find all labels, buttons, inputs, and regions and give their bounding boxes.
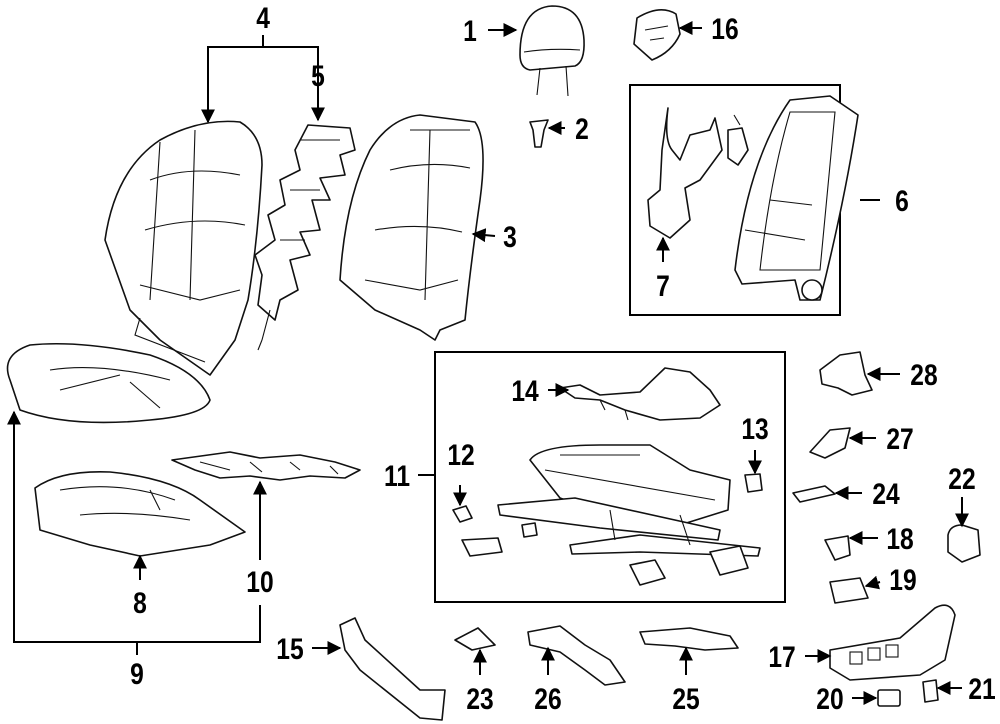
- recliner-bracket-part: [647, 107, 749, 239]
- callout-4: 4: [256, 1, 270, 35]
- seat-back-frame-part: [734, 95, 859, 301]
- callout-5: 5: [311, 59, 325, 93]
- seat-adjuster-part: [497, 444, 761, 557]
- callout-22: 22: [948, 462, 975, 496]
- callout-23: 23: [466, 682, 493, 716]
- callout-19: 19: [889, 563, 916, 597]
- motor-part: [461, 522, 749, 586]
- callout-20: 20: [816, 682, 843, 716]
- switch-panel-17-part: [829, 604, 956, 681]
- callout-17: 17: [768, 640, 795, 674]
- bracket-23-part: [454, 627, 496, 651]
- torsion-bar-part: [559, 367, 721, 421]
- callout-11: 11: [384, 459, 410, 493]
- callout-3: 3: [503, 220, 517, 254]
- callout-28: 28: [910, 358, 937, 392]
- harness-26-part: [527, 625, 626, 686]
- callout-1: 1: [463, 14, 477, 48]
- callout-27: 27: [886, 422, 913, 456]
- bracket-4-5: [207, 46, 319, 118]
- seat-back-cover-part: [104, 120, 263, 376]
- callout-14: 14: [511, 374, 539, 408]
- seat-back-pad-part: [339, 114, 484, 341]
- callout-12: 12: [447, 438, 474, 472]
- lead-3: [471, 228, 496, 243]
- callout-26: 26: [534, 682, 561, 716]
- lead-19: [864, 575, 881, 590]
- callout-7: 7: [656, 269, 670, 303]
- adjuster-box: [434, 351, 786, 603]
- bracket-19-part: [829, 577, 869, 604]
- callout-15: 15: [276, 632, 303, 666]
- callout-21: 21: [968, 672, 995, 706]
- callout-8: 8: [133, 586, 147, 620]
- cushion-heater-part: [171, 451, 361, 481]
- heater-part: [254, 124, 356, 351]
- side-trim-part: [339, 617, 446, 721]
- bracket-18-part: [824, 535, 851, 561]
- callout-2: 2: [575, 112, 589, 146]
- callout-13: 13: [741, 412, 768, 446]
- clip-12-part: [452, 505, 473, 523]
- callout-6: 6: [895, 184, 909, 218]
- callout-25: 25: [672, 682, 699, 716]
- knob-21-part: [922, 679, 939, 703]
- seat-cushion-cover-part: [6, 342, 211, 424]
- clip-13-part: [744, 473, 763, 493]
- headrest-part: [519, 5, 585, 97]
- cover-24-part: [792, 485, 836, 503]
- switch-22-part: [947, 524, 981, 563]
- callout-24: 24: [872, 477, 900, 511]
- callout-10: 10: [246, 565, 273, 599]
- callout-16: 16: [711, 12, 738, 46]
- cushion-pad-part: [34, 471, 246, 557]
- knob-20-part: [877, 689, 901, 707]
- guide-part: [529, 119, 549, 148]
- callout-18: 18: [886, 522, 913, 556]
- knob-27-part: [809, 427, 851, 459]
- cover-28-part: [819, 351, 873, 396]
- cover-part: [633, 9, 681, 61]
- harness-25-part: [639, 627, 739, 651]
- callout-9: 9: [130, 657, 144, 691]
